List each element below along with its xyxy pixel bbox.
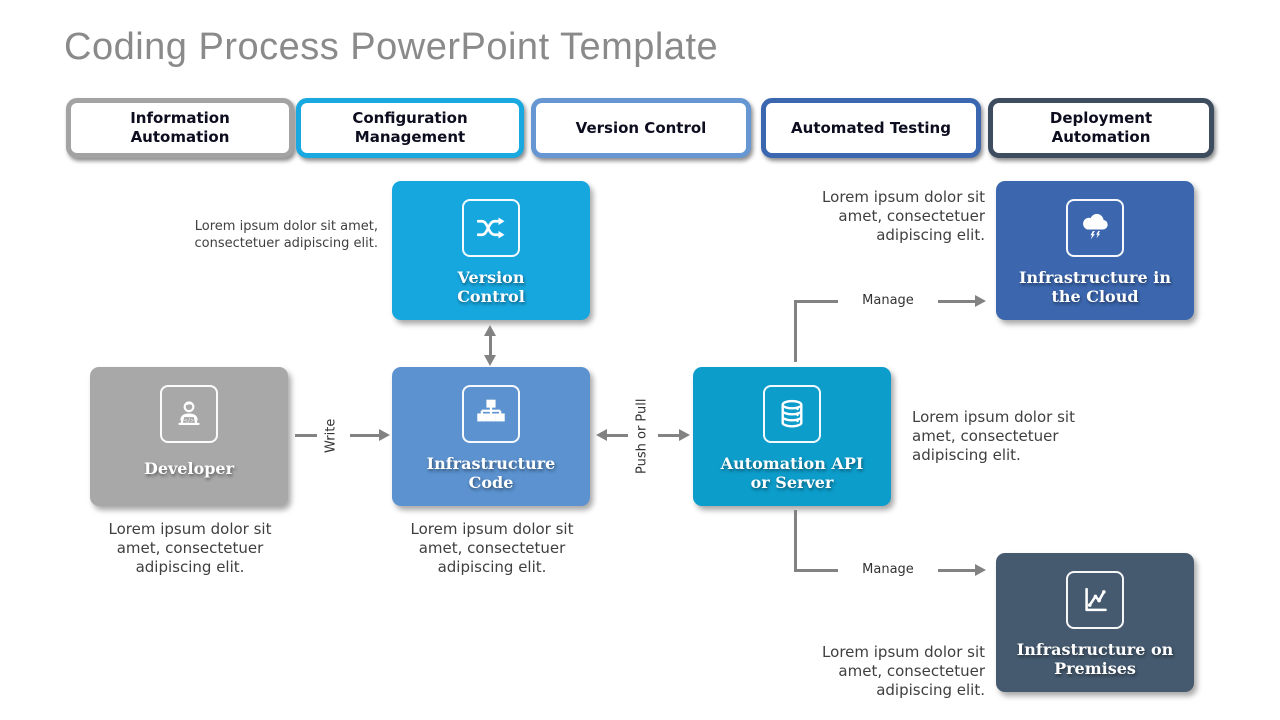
node-infrastructure-cloud[interactable]: Infrastructure in the Cloud — [996, 181, 1194, 320]
arrow-right-icon — [679, 429, 690, 441]
note-developer: Lorem ipsum dolor sit amet, consectetuer… — [108, 520, 272, 576]
page-title: Coding Process PowerPoint Template — [64, 26, 719, 68]
node-label: Infrastructure in the Cloud — [1019, 268, 1171, 306]
node-infrastructure-code[interactable]: Infrastructure Code — [392, 367, 590, 506]
note-infrastructure-code: Lorem ipsum dolor sit amet, consectetuer… — [410, 520, 574, 576]
sitemap-icon — [462, 385, 520, 443]
node-label: Version Control — [457, 268, 525, 306]
tab-configuration-management[interactable]: Configuration Management — [296, 98, 524, 158]
tab-label: Deployment Automation — [1049, 109, 1153, 146]
manage-bottom-connector-label: Manage — [862, 562, 914, 577]
node-infrastructure-premises[interactable]: Infrastructure on Premises — [996, 553, 1194, 692]
write-connector-label: Write — [323, 418, 339, 454]
node-label: Infrastructure Code — [426, 454, 556, 492]
node-label: Infrastructure on Premises — [1016, 640, 1174, 678]
tab-label: Configuration Management — [352, 109, 468, 146]
node-label: Developer — [143, 459, 235, 478]
svg-text:</>: </> — [184, 418, 194, 424]
note-infrastructure-premises: Lorem ipsum dolor sit amet, consectetuer… — [822, 643, 985, 699]
vc-ic-connector-line — [489, 334, 492, 357]
push-pull-connector-line — [658, 434, 680, 437]
arrow-right-icon — [975, 295, 986, 307]
note-version-control: Lorem ipsum dolor sit amet, consectetuer… — [194, 219, 378, 251]
arrow-left-icon — [596, 429, 607, 441]
write-connector-line — [350, 434, 380, 437]
line-chart-icon — [1066, 571, 1124, 629]
developer-icon: </> — [160, 385, 218, 443]
tab-information-automation[interactable]: Information Automation — [66, 98, 294, 158]
push-pull-connector-line — [606, 434, 628, 437]
tab-label: Version Control — [575, 118, 707, 137]
tab-version-control[interactable]: Version Control — [531, 98, 751, 158]
tab-automated-testing[interactable]: Automated Testing — [761, 98, 981, 158]
tab-deployment-automation[interactable]: Deployment Automation — [988, 98, 1214, 158]
manage-top-connector-line — [794, 300, 797, 362]
cloud-lightning-icon — [1066, 199, 1124, 257]
arrow-right-icon — [975, 564, 986, 576]
node-label: Automation API or Server — [720, 454, 864, 492]
node-automation-api[interactable]: Automation API or Server — [693, 367, 891, 506]
manage-bottom-connector-line — [938, 569, 976, 572]
tab-label: Automated Testing — [791, 118, 951, 137]
write-connector-line — [295, 434, 317, 437]
manage-top-connector-label: Manage — [862, 293, 914, 308]
arrow-down-icon — [484, 355, 496, 366]
database-icon — [763, 385, 821, 443]
arrow-up-icon — [484, 325, 496, 336]
node-developer[interactable]: </> Developer — [90, 367, 288, 506]
manage-bottom-connector-line — [794, 510, 797, 571]
manage-top-connector-line — [938, 300, 976, 303]
shuffle-icon — [462, 199, 520, 257]
node-version-control[interactable]: Version Control — [392, 181, 590, 320]
note-infrastructure-cloud: Lorem ipsum dolor sit amet, consectetuer… — [822, 188, 985, 244]
manage-top-connector-line — [794, 300, 838, 303]
push-pull-connector-label: Push or Pull — [634, 398, 650, 474]
tab-label: Information Automation — [130, 109, 230, 146]
note-automation-api: Lorem ipsum dolor sit amet, consectetuer… — [912, 408, 1075, 464]
manage-bottom-connector-line — [794, 569, 838, 572]
arrow-right-icon — [379, 429, 390, 441]
